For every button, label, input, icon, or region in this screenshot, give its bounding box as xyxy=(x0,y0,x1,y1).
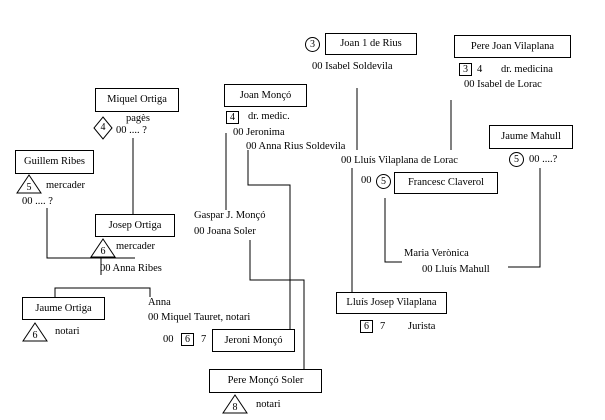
spouse-label: 00 Isabel Soldevila xyxy=(312,61,393,72)
spouse-label: 00 Isabel de Lorac xyxy=(464,79,542,90)
person-box-pere-monco-soler: Pere Monçó Soler xyxy=(209,369,322,393)
occupation-label: mercader xyxy=(116,241,156,252)
person-name: Josep Ortiga xyxy=(108,219,162,231)
spouse-label: 00 Anna Ribes xyxy=(100,263,162,274)
triangle-icon xyxy=(90,238,116,258)
generation-number: 7 xyxy=(380,321,386,332)
marker-label: 5 xyxy=(381,176,386,187)
line-anna-rius-to-jeroni xyxy=(247,150,291,332)
marker-label: 5 xyxy=(26,182,32,193)
person-name: Jeroni Monçó xyxy=(224,334,283,346)
occupation-label: pagès xyxy=(126,113,150,124)
person-name: Guillem Ribes xyxy=(24,156,85,167)
marker-label: 5 xyxy=(514,154,519,165)
person-box-jaume-mahull: Jaume Mahull xyxy=(489,125,573,149)
marker-label: 6 xyxy=(364,321,369,332)
person-box-miquel-ortiga: Miquel Ortiga xyxy=(95,88,179,112)
marriage-prefix: 00 xyxy=(163,334,174,345)
triangle-icon xyxy=(16,174,42,194)
marker-label: 6 xyxy=(185,334,190,345)
person-name: Lluís Josep Vilaplana xyxy=(346,297,437,308)
marker-label: 4 xyxy=(100,122,106,133)
generation-number: 7 xyxy=(201,334,207,345)
occupation-label: notari xyxy=(55,326,80,337)
generation-marker-square: 6 xyxy=(360,320,373,333)
spouse-label: 00 Jeronima xyxy=(233,127,285,138)
line-claverol-to-maria xyxy=(384,198,402,263)
line-gaspar-to-pere xyxy=(249,240,305,370)
spouse-label: 00 ....? xyxy=(529,154,558,165)
spouse-label: 00 Joana Soler xyxy=(194,226,256,237)
line-guillem-to-marriage xyxy=(46,208,135,259)
spouse-label: 00 .... ? xyxy=(116,125,147,136)
generation-marker-circle: 5 xyxy=(509,152,524,167)
person-box-lluis-josep-vilaplana: Lluís Josep Vilaplana xyxy=(336,292,447,314)
spouse-label: 00 Miquel Tauret, notari xyxy=(148,312,251,323)
triangle-icon xyxy=(222,394,248,414)
generation-marker-diamond: 4 xyxy=(93,116,113,140)
line-children-bar xyxy=(54,287,151,297)
generation-marker-triangle: 5 xyxy=(16,174,42,194)
person-box-joan-rius: Joan 1 de Rius xyxy=(325,33,417,55)
generation-marker-square: 4 xyxy=(226,111,239,124)
person-box-joan-monco: Joan Monçó xyxy=(224,84,307,107)
person-name: Francesc Claverol xyxy=(407,177,485,188)
marker-label: 6 xyxy=(32,330,38,341)
person-box-francesc-claverol: Francesc Claverol xyxy=(394,172,498,194)
person-box-guillem-ribes: Guillem Ribes xyxy=(15,150,94,174)
occupation-label: notari xyxy=(256,399,281,410)
marker-label: 3 xyxy=(310,39,315,50)
generation-marker-triangle: 6 xyxy=(22,322,48,342)
person-name-maria-veronica: Maria Verònica xyxy=(404,248,469,259)
marker-label: 8 xyxy=(232,402,238,413)
generation-marker-triangle: 6 xyxy=(90,238,116,258)
marriage-prefix: 00 xyxy=(361,175,372,186)
occupation-label: dr. medicina xyxy=(501,64,553,75)
person-name: Miquel Ortiga xyxy=(107,94,167,105)
person-name: Jaume Ortiga xyxy=(35,302,92,314)
marker-label: 6 xyxy=(100,246,106,257)
person-name-gaspar-monco: Gaspar J. Monçó xyxy=(194,210,266,221)
generation-number: 4 xyxy=(477,64,483,75)
occupation-label: mercader xyxy=(46,180,86,191)
person-name: Joan Monçó xyxy=(239,89,292,101)
person-name: Pere Joan Vilaplana xyxy=(470,40,555,52)
couple-label-lluis-vilaplana: 00 Lluís Vilaplana de Lorac xyxy=(341,155,458,166)
person-name: Jaume Mahull xyxy=(501,131,561,142)
diamond-icon xyxy=(93,116,113,140)
person-box-pere-joan-vilaplana: Pere Joan Vilaplana xyxy=(454,35,571,58)
generation-marker-circle: 5 xyxy=(376,174,391,189)
person-box-josep-ortiga: Josep Ortiga xyxy=(95,214,175,237)
generation-marker-square: 3 xyxy=(459,63,472,76)
person-box-jaume-ortiga: Jaume Ortiga xyxy=(22,297,105,320)
marker-label: 4 xyxy=(230,112,235,123)
person-name-anna: Anna xyxy=(148,297,171,308)
person-name: Pere Monçó Soler xyxy=(227,375,304,386)
spouse-label: 00 Anna Rius Soldevila xyxy=(246,141,346,152)
generation-marker-circle: 3 xyxy=(305,37,320,52)
person-box-jeroni-monco: Jeroni Monçó xyxy=(212,329,295,352)
triangle-icon xyxy=(22,322,48,342)
generation-marker-square: 6 xyxy=(181,333,194,346)
line-mahull-to-maria xyxy=(508,168,541,268)
person-name: Joan 1 de Rius xyxy=(340,38,402,49)
occupation-label: dr. medic. xyxy=(248,111,290,122)
spouse-label: 00 Lluís Mahull xyxy=(422,264,490,275)
occupation-label: Jurista xyxy=(408,321,436,332)
generation-marker-triangle: 8 xyxy=(222,394,248,414)
spouse-label: 00 .... ? xyxy=(22,196,53,207)
marker-label: 3 xyxy=(463,64,468,75)
